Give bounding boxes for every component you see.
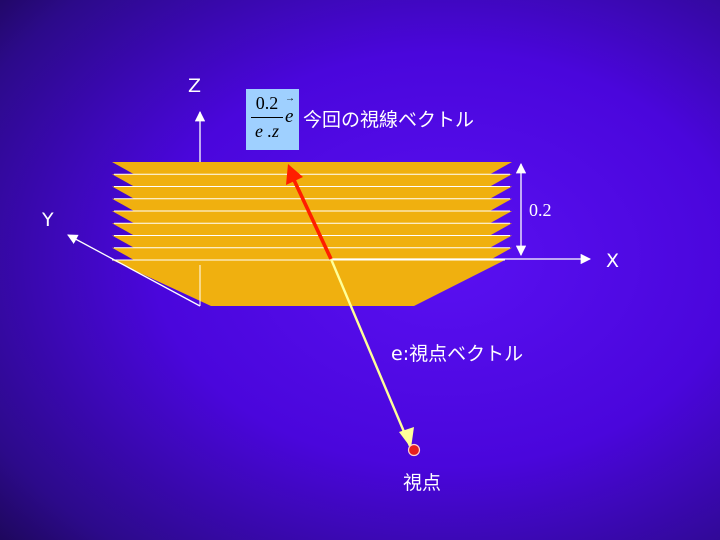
slab-slice [112, 174, 512, 187]
formula-vector-symbol: e [285, 106, 294, 127]
current-view-vector-label: 今回の視線ベクトル [303, 109, 475, 131]
view-vector-arrowhead [399, 427, 414, 448]
slab-slice [112, 223, 512, 236]
formula-fraction: 0.2 e .z [249, 92, 285, 142]
formula-numerator: 0.2 [255, 93, 279, 113]
slab-body [112, 260, 505, 306]
formula-vector-accent: → [285, 93, 295, 104]
viewpoint-dot [407, 443, 421, 457]
x-axis-label: X [606, 250, 620, 272]
z-axis-label: Z [188, 75, 202, 97]
y-axis [67, 234, 201, 307]
slab-slices [112, 162, 512, 261]
slab-slice [112, 198, 512, 211]
slab-slice [112, 162, 512, 175]
formula-box: 0.2 e .z → e [246, 89, 299, 150]
slab-slice [112, 247, 512, 260]
formula-vector: → e [285, 93, 295, 128]
formula-fraction-bar [251, 117, 283, 118]
slab-slice [112, 186, 512, 199]
current-view-vector-arrowhead [286, 164, 303, 185]
view-vector-arrow [329, 258, 412, 447]
view-vector-label: e:視点ベクトル [391, 343, 524, 365]
slab-slice [112, 235, 512, 248]
viewpoint-label: 視点 [403, 472, 442, 494]
y-axis-label: Y [42, 209, 54, 231]
height-label: 0.2 [529, 200, 552, 220]
current-view-vector-arrow [292, 179, 333, 260]
formula-denominator: e .z [255, 121, 279, 141]
